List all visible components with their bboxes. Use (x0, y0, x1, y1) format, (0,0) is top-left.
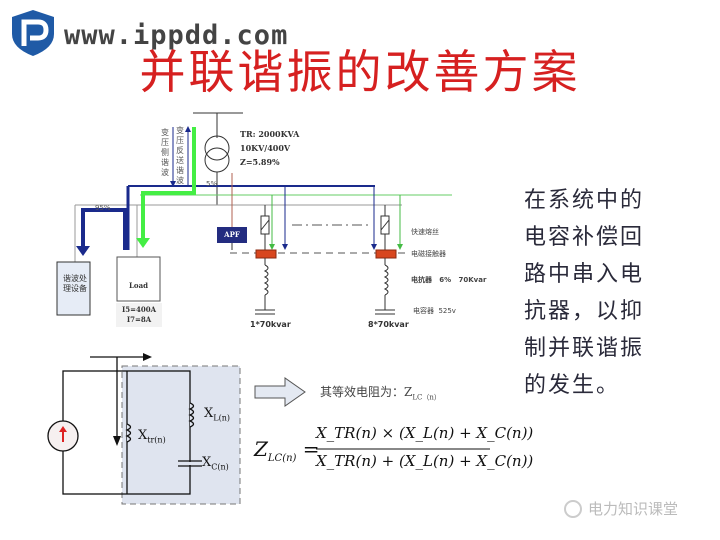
right-arrow-icon (254, 377, 306, 407)
harmonic-label-2: 变压反送谐波 (176, 126, 184, 185)
explanation-line: 的发生。 (524, 373, 621, 398)
transformer-impedance: Z=5.89% (240, 157, 280, 167)
explanation-line: 电容补偿回 (524, 225, 645, 250)
x-c-label: XC(n) (202, 455, 229, 472)
reactor-icon (383, 264, 389, 296)
wechat-icon (564, 500, 582, 518)
contactor-icon (255, 249, 277, 259)
explanation-text: 在系统中的 电容补偿回 路中串入电 抗器，以抑 制并联谐振 的发生。 (524, 182, 644, 404)
branch2-label: 8*70kvar (368, 320, 409, 329)
explanation-line: 路中串入电 (524, 262, 645, 287)
load-label: Load (128, 281, 149, 290)
pct-5: 5% (206, 180, 218, 188)
x-l-label: XL(n) (204, 406, 230, 423)
page-title: 并联谐振的改善方案 (139, 45, 581, 99)
pct-95: 95% (95, 204, 111, 212)
logo-text: www.ippdd.com (64, 20, 289, 51)
harmonic-device-label: 谐波处理设备 (63, 274, 87, 293)
equivalent-text: 其等效电阻为：ZLC（n） (320, 385, 441, 402)
formula-denominator: X_TR(n) + (X_L(n) + X_C(n)) (316, 452, 534, 470)
transformer-icon (193, 112, 243, 205)
watermark: 电力知识课堂 (588, 500, 679, 518)
transformer-rating: TR: 2000KVA (240, 129, 300, 139)
legend-fuse: 快速熔丝 (411, 228, 439, 236)
load-i7: I7=8A (126, 315, 152, 324)
reactor-icon (263, 264, 269, 296)
explanation-line: 在系统中的 (524, 188, 645, 213)
explanation-line: 抗器，以抑 (524, 299, 645, 324)
legend-contactor: 电磁接触器 (411, 250, 446, 258)
apf-label: APF (224, 230, 240, 239)
apf-box (217, 227, 247, 243)
legend-reactor: 电抗器 6% 70Kvar (411, 276, 487, 284)
explanation-line: 制并联谐振 (524, 336, 645, 361)
logo-shield-icon (12, 10, 54, 56)
harmonic-device-box (56, 261, 91, 316)
load-i5: I5=400A (121, 305, 157, 314)
legend-capacitor: 电容器 525v (413, 307, 456, 315)
formula-numerator: X_TR(n) × (X_L(n) + X_C(n)) (316, 424, 534, 442)
equivalent-region (121, 365, 241, 505)
harmonic-label-1: 变压侧谐波 (161, 128, 169, 177)
branch1-label: 1*70kvar (250, 320, 291, 329)
x-tr-label: Xtr(n) (138, 428, 166, 445)
contactor-icon (375, 249, 397, 259)
formula-lhs: ZLC(n) = (254, 437, 320, 464)
transformer-voltage: 10KV/400V (240, 143, 291, 153)
load-box (116, 256, 161, 302)
